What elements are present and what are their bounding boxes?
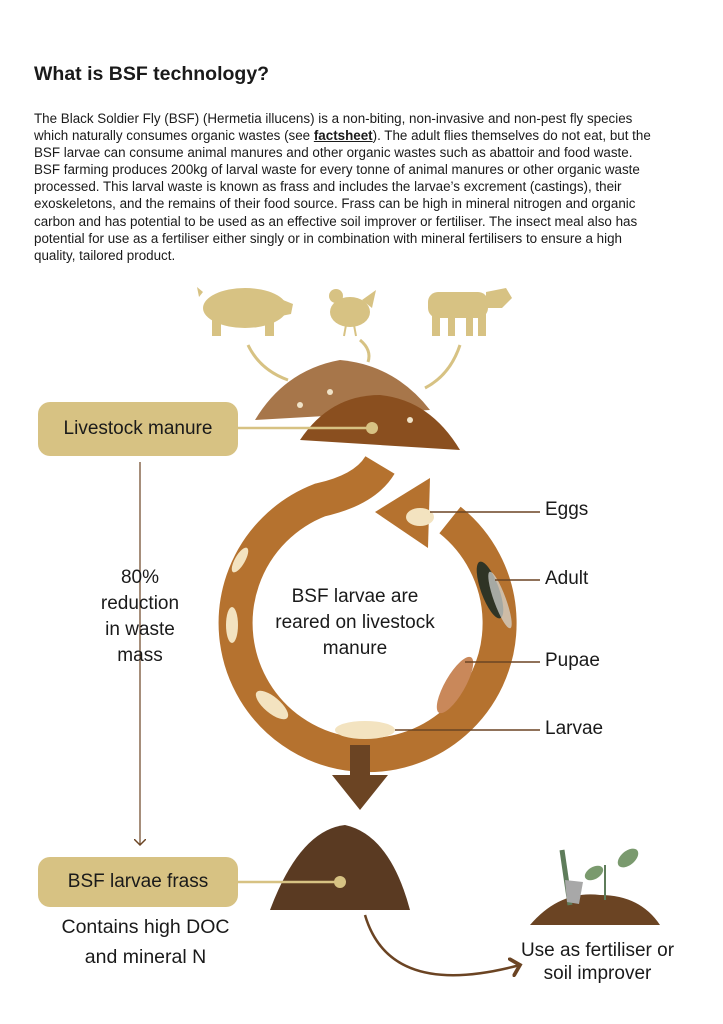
use-text: soil improver [543, 963, 652, 984]
manure-pile [255, 360, 460, 450]
factsheet-link[interactable]: factsheet [313, 128, 373, 144]
frass-box: BSF larvae frass [38, 857, 238, 907]
reduction-text: in waste [105, 619, 175, 640]
stage-adult: Adult [545, 568, 589, 589]
page-title: What is BSF technology? [34, 63, 270, 85]
intro-paragraph: The Black Soldier Fly (BSF) (Hermetia il… [34, 110, 651, 264]
use-label: Use as fertiliser or soil improver [500, 939, 695, 985]
stage-eggs: Eggs [545, 499, 589, 520]
life-cycle-ring [218, 455, 517, 773]
chicken-icon [329, 289, 376, 337]
use-text: Use as fertiliser or [520, 940, 675, 961]
para-line: processed. This larval waste is known as… [34, 179, 622, 195]
pig-icon [197, 287, 293, 336]
para-line: quality, tailored product. [34, 247, 176, 263]
reduction-text: reduction [100, 593, 180, 614]
livestock-manure-box: Livestock manure [38, 402, 238, 456]
connector-dot [334, 876, 346, 888]
para-line: exoskeletons, and the remains of their f… [34, 196, 636, 212]
down-arrow-icon [332, 745, 388, 810]
stage-pupae: Pupae [545, 650, 600, 671]
para-line: potential for use as a fertiliser either… [34, 230, 622, 246]
stage-larvae: Larvae [545, 718, 604, 739]
use-arrow [363, 914, 520, 975]
frass-desc-text: and mineral N [84, 946, 207, 968]
reduction-text: 80% [120, 567, 160, 588]
cycle-center-label: BSF larvae are reared on livestock manur… [255, 584, 455, 662]
para-line: BSF larvae can consume animal manures an… [34, 145, 633, 161]
reduction-text: mass [117, 645, 163, 666]
frass-pile [270, 825, 410, 910]
para-line: which naturally consumes organic wastes … [34, 127, 651, 144]
para-line: The Black Soldier Fly (BSF) (Hermetia il… [34, 111, 633, 126]
frass-desc-text: Contains high DOC [61, 916, 230, 938]
frass-description: Contains high DOC and mineral N [38, 912, 253, 972]
plant-soil-icon [530, 848, 660, 925]
reduction-label: 80% reduction in waste mass [80, 565, 200, 669]
stage-lines [395, 511, 540, 731]
para-line: BSF farming produces 200kg of larval was… [34, 162, 640, 178]
para-text: which naturally consumes organic wastes … [34, 128, 314, 144]
para-text: ). The adult flies themselves do not eat… [372, 128, 651, 144]
animal-arrows [246, 338, 462, 390]
cycle-text: manure [322, 638, 388, 659]
cycle-text: reared on livestock [275, 612, 435, 633]
cow-icon [428, 288, 512, 336]
connector-dot [366, 422, 378, 434]
cycle-text: BSF larvae are [291, 586, 419, 607]
para-line: carbon and has potential to be used as a… [34, 213, 638, 229]
